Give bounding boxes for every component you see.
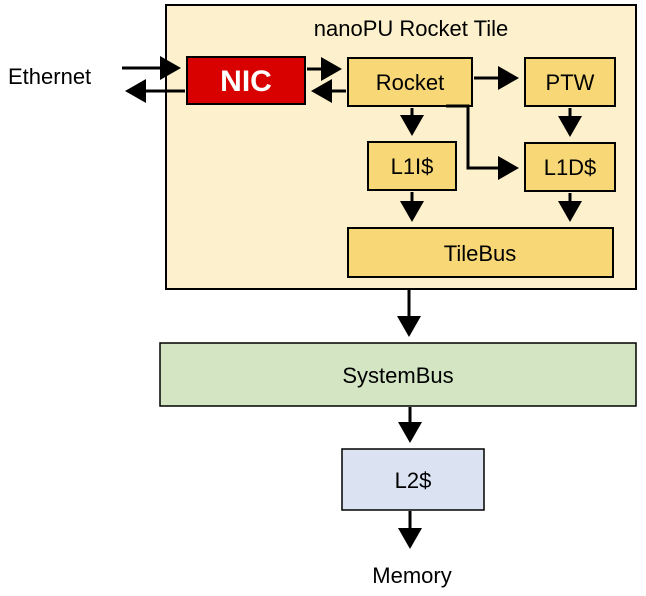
- arrow-rocket-to-l1d: [446, 104, 519, 180]
- ptw-label: PTW: [546, 70, 595, 95]
- nic-label: NIC: [220, 65, 272, 98]
- l1d-block: [524, 142, 616, 192]
- l1d-label: L1D$: [544, 155, 597, 180]
- tilebus-label: TileBus: [444, 241, 517, 266]
- ethernet-label: Ethernet: [8, 64, 91, 89]
- l1i-block: [367, 141, 457, 191]
- nic-block: [186, 56, 306, 105]
- systembus-block: [159, 342, 637, 407]
- l1i-label: L1I$: [391, 154, 434, 179]
- ptw-block: [524, 57, 616, 107]
- l2-block: [341, 448, 485, 511]
- rocket-block: [347, 57, 473, 107]
- rocket-label: Rocket: [376, 70, 444, 95]
- l2-label: L2$: [395, 468, 432, 493]
- tile-title: nanoPU Rocket Tile: [314, 16, 508, 41]
- memory-label: Memory: [372, 563, 451, 588]
- systembus-label: SystemBus: [342, 363, 453, 388]
- tilebus-block: [347, 227, 614, 278]
